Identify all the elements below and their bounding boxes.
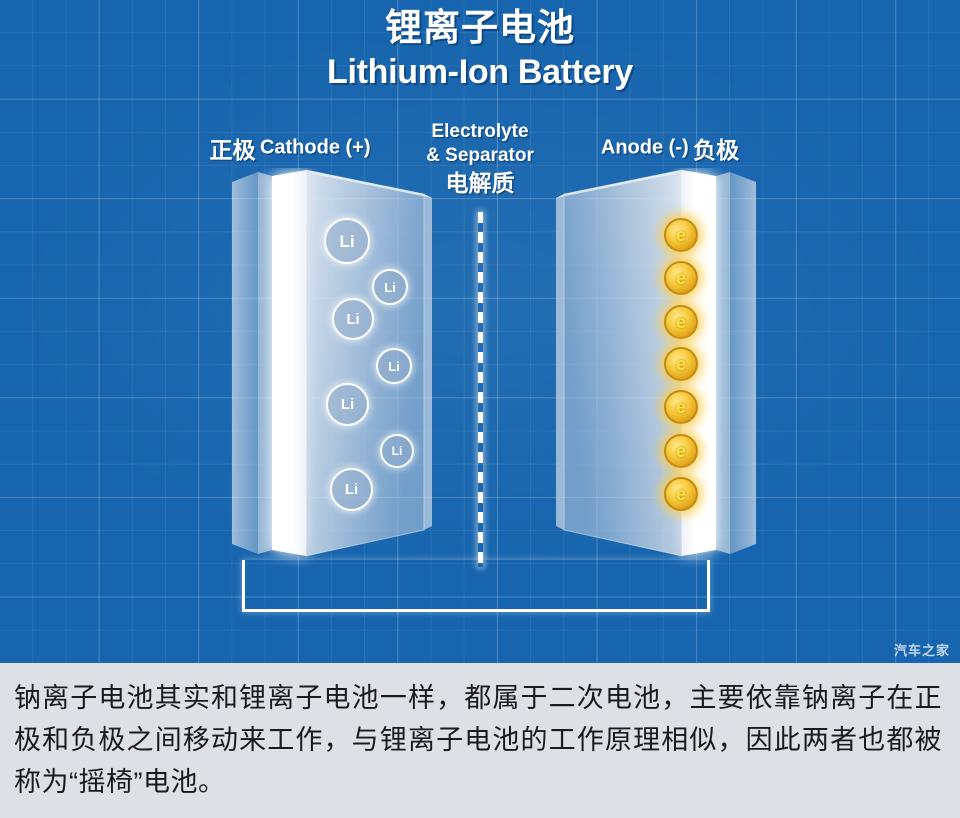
anode-slab-top [556,170,682,198]
electrolyte-label-line1: Electrolyte [431,121,529,142]
electron-marker: e [664,434,698,468]
anode-label-chinese: 负极 [693,137,740,163]
separator-dashed-line [478,212,483,567]
cathode-label-english: Cathode (+) [259,136,371,159]
electrolyte-label-line2: & Separator [426,145,534,166]
cathode-label: 正极 Cathode (+) [150,131,430,165]
electron-marker: e [664,477,698,511]
lithium-ion-marker: Li [324,218,370,264]
lithium-ion-marker: Li [326,383,369,426]
lithium-ion-marker: Li [332,298,374,340]
cathode-slab-side [424,194,432,530]
cathode-back-edge [258,172,272,554]
page-title-chinese: 锂离子电池 [385,7,575,48]
battery-diagram-area: 锂离子电池 Lithium-Ion Battery 正极 Cathode (+)… [0,0,960,663]
cathode-label-chinese: 正极 [209,137,256,163]
cathode-current-collector [272,170,306,556]
electron-marker: e [664,305,698,339]
lithium-ion-marker: Li [330,468,373,511]
electron-marker: e [664,347,698,381]
anode-electrode [530,168,760,568]
lithium-ion-marker: Li [372,269,408,305]
page-title-english: Lithium-Ion Battery [327,53,633,91]
lithium-ion-marker: Li [376,348,412,384]
anode-back-edge [716,172,730,554]
anode-label: Anode (-) 负极 [530,131,810,165]
anode-back-plate [730,172,756,554]
watermark: 汽车之家 [893,643,950,658]
anode-svg [556,169,756,557]
anode-slab-side [556,194,564,530]
cathode-slab-top [306,170,432,198]
electron-marker: e [664,261,698,295]
title-block: 锂离子电池 Lithium-Ion Battery [0,6,960,92]
anode-label-english: Anode (-) [600,136,689,159]
electron-marker: e [664,218,698,252]
electrolyte-label-chinese: 电解质 [445,170,515,196]
electron-marker: e [664,390,698,424]
electrolyte-label: Electrolyte & Separator 电解质 [380,120,580,195]
external-circuit-wire [242,560,710,612]
cathode-back-plate [232,172,258,554]
lithium-ion-marker: Li [380,434,414,468]
caption-text: 钠离子电池其实和锂离子电池一样，都属于二次电池，主要依靠钠离子在正极和负极之间移… [14,683,942,797]
caption-panel: 钠离子电池其实和锂离子电池一样，都属于二次电池，主要依靠钠离子在正极和负极之间移… [0,663,960,818]
